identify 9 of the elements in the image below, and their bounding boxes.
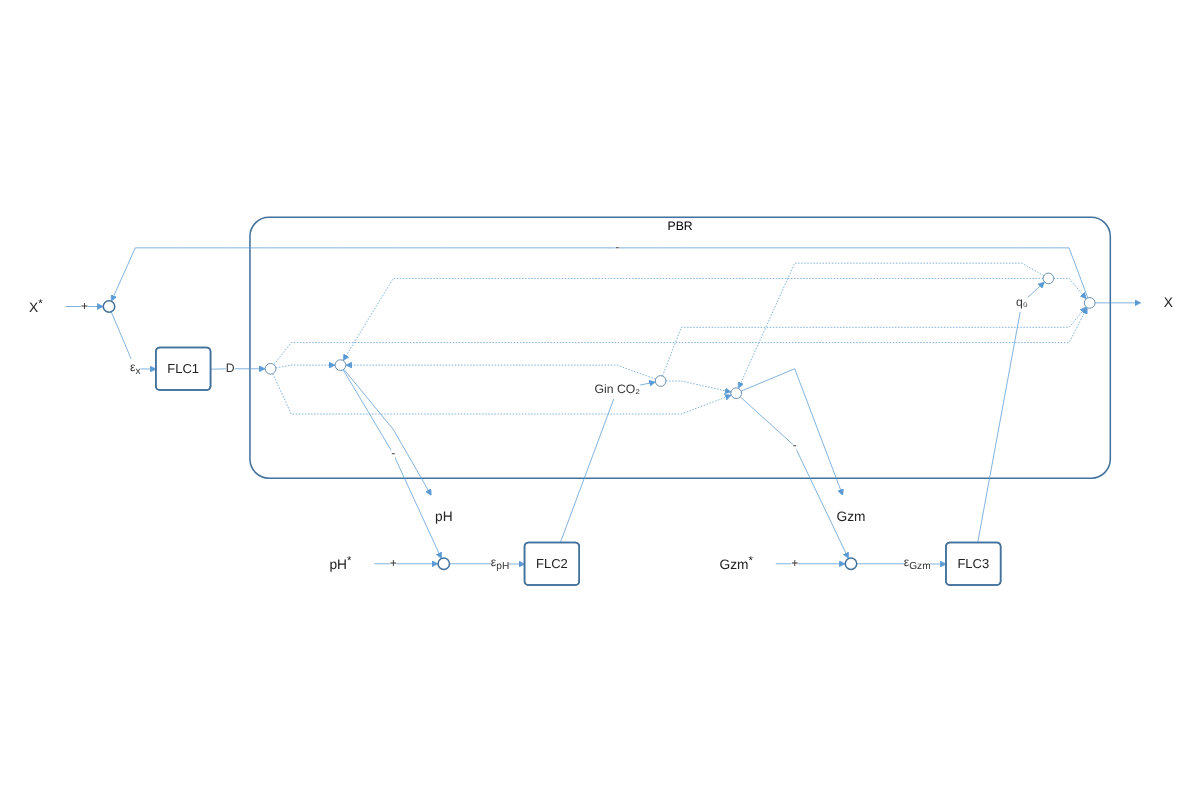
node-circle bbox=[102, 300, 116, 313]
node-circle bbox=[844, 557, 858, 571]
node-dot bbox=[730, 387, 742, 399]
node-dot bbox=[264, 363, 277, 375]
node-dot bbox=[1083, 297, 1096, 309]
node-circle bbox=[437, 557, 451, 571]
node-dot bbox=[654, 375, 667, 387]
node-dot bbox=[334, 359, 347, 371]
node-dot bbox=[1042, 272, 1055, 285]
